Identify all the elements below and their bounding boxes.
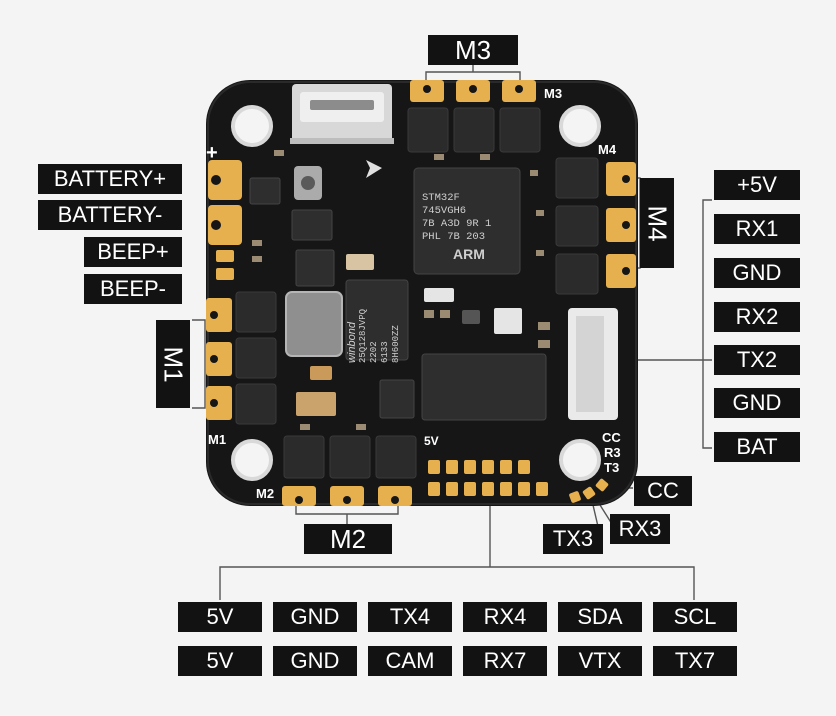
label-m1: M1 [156,320,190,408]
label-bottom2-5v: 5V [178,646,262,676]
label-m1-text: M1 [158,345,189,383]
silk-m1: M1 [208,432,227,447]
flash-chip [345,279,409,361]
flash-brand: winbond [346,322,358,363]
battery-pads [208,160,242,280]
passives [252,150,550,430]
bottom-pad-grid [428,460,548,496]
mounting-holes [231,105,601,481]
silk-m3: M3 [544,86,563,101]
mcu-chip [413,167,521,275]
label-bottom2-cam: CAM [368,646,452,676]
m1-pads [206,298,232,420]
silk-5v: 5V [424,434,439,448]
label-battery-minus: BATTERY- [38,200,182,230]
label-tx3: TX3 [543,524,603,554]
silk-m4: M4 [598,142,617,157]
label-bottom2-vtx: VTX [558,646,642,676]
label-bottom1-gnd: GND [273,602,357,632]
silk-m2: M2 [256,486,275,501]
flash-line: 6133 [380,341,390,363]
mcu-line: STM32F [422,192,460,204]
label-right-tx2: TX2 [714,345,800,375]
silk-plus: + [206,142,218,164]
label-bottom2-tx7: TX7 [653,646,737,676]
usb-connector [290,84,394,144]
boot-button [294,166,322,200]
flash-line: 8H600ZZ [391,325,401,363]
label-bottom1-tx4: TX4 [368,602,452,632]
mcu-line: 7B A3D 9R 1 [422,218,492,230]
label-beep-minus: BEEP- [84,274,182,304]
ics [249,177,547,421]
inductor [285,291,343,357]
label-right-rx2: RX2 [714,302,800,332]
label-right-5v: +5V [714,170,800,200]
label-right-bat: BAT [714,432,800,462]
flash-line: 2202 [369,341,379,363]
label-right-rx1: RX1 [714,214,800,244]
label-bottom2-gnd: GND [273,646,357,676]
flash-line: 25Q128JVPQ [358,308,368,363]
label-bottom1-scl: SCL [653,602,737,632]
sh-connector [568,308,618,420]
silk-t3: T3 [604,460,620,475]
label-bottom1-sda: SDA [558,602,642,632]
uart3-pads [569,478,609,503]
flash-marking: winbond 25Q128JVPQ 2202 6133 8H600ZZ [346,277,407,363]
label-beep-plus: BEEP+ [84,237,182,267]
label-m4-text: M4 [642,204,673,242]
mosfets [235,107,599,479]
label-m2: M2 [304,524,392,554]
silk-r3: R3 [604,445,621,460]
label-battery-plus: BATTERY+ [38,164,182,194]
orientation-arrow [366,160,382,178]
m4-pads [606,162,636,288]
silk-cc: CC [602,430,621,445]
label-m3: M3 [428,35,518,65]
label-bottom1-rx4: RX4 [463,602,547,632]
mcu-line: PHL 7B 203 [422,231,486,243]
mcu-line: 745VGH6 [422,205,467,217]
label-cc: CC [634,476,692,506]
label-rx3: RX3 [610,514,670,544]
mcu-brand: ARM [453,246,485,262]
label-bottom1-5v: 5V [178,602,262,632]
label-m4: M4 [640,178,674,268]
label-right-gnd1: GND [714,258,800,288]
label-bottom2-rx7: RX7 [463,646,547,676]
mcu-marking: STM32F 745VGH6 7B A3D 9R 1 PHL 7B 203 AR… [422,192,516,261]
label-right-gnd2: GND [714,388,800,418]
